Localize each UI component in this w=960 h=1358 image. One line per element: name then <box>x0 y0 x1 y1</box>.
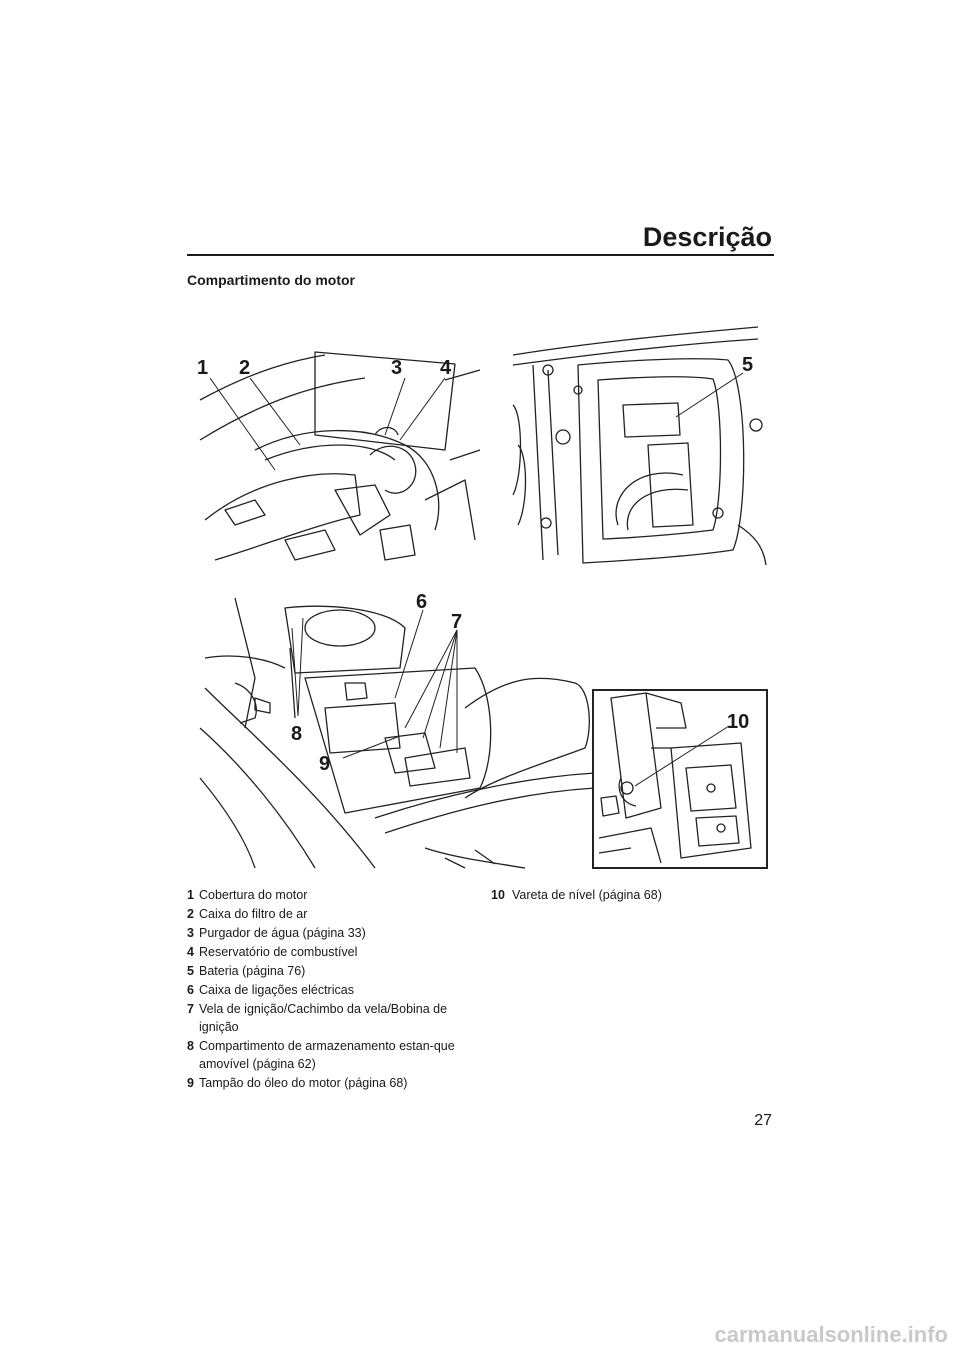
legend-number: 2 <box>187 907 194 921</box>
legend-number: 1 <box>187 888 194 902</box>
dipstick-inset-illustration: 10 <box>592 689 768 869</box>
legend-item: 6 Caixa de ligações eléctricas <box>187 981 479 999</box>
legend-text: Compartimento de armazenamento estan-que… <box>199 1039 455 1071</box>
header-rule <box>187 254 774 256</box>
watermark: carmanualsonline.info <box>714 1322 949 1347</box>
legend-left-column: 1 Cobertura do motor 2 Caixa do filtro de … <box>187 886 479 1092</box>
legend-item: 4 Reservatório de combustível <box>187 943 479 961</box>
legend-number: 5 <box>187 964 194 978</box>
legend-text: Vareta de nível (página 68) <box>512 888 662 902</box>
callout-8: 8 <box>291 723 302 745</box>
callout-1: 1 <box>197 357 208 379</box>
legend-item: 1 Cobertura do motor <box>187 886 479 904</box>
legend-text: Tampão do óleo do motor (página 68) <box>199 1076 408 1090</box>
legend-item: 9 Tampão do óleo do motor (página 68) <box>187 1074 479 1092</box>
callout-7: 7 <box>451 611 462 633</box>
legend-item: 3 Purgador de água (página 33) <box>187 924 479 942</box>
legend-number: 3 <box>187 926 194 940</box>
callout-10: 10 <box>727 711 749 733</box>
legend-number: 9 <box>187 1076 194 1090</box>
callout-6: 6 <box>416 591 427 613</box>
engine-compartment-illustration-top-left: 1 2 3 4 <box>197 351 481 561</box>
legend-number: 10 <box>491 888 505 902</box>
legend-number: 6 <box>187 983 194 997</box>
callout-9: 9 <box>319 753 330 775</box>
callout-2: 2 <box>239 357 250 379</box>
callout-4: 4 <box>440 357 452 379</box>
battery-compartment-illustration-top-right: 5 <box>512 326 767 566</box>
legend-text: Bateria (página 76) <box>199 964 306 978</box>
legend-item: 5 Bateria (página 76) <box>187 962 479 980</box>
legend-text: Caixa do filtro de ar <box>199 907 308 921</box>
legend-item: 8 Compartimento de armazenamento estan-qu… <box>187 1037 479 1073</box>
callout-5: 5 <box>742 354 753 376</box>
callout-3: 3 <box>391 357 402 379</box>
legend-item: 10 Vareta de nível (página 68) <box>491 886 781 904</box>
legend-item: 7 Vela de ignição/Cachimbo da vela/Bobina… <box>187 1000 479 1036</box>
legend-text: Vela de ignição/Cachimbo da vela/Bobina … <box>199 1002 448 1034</box>
legend-text: Purgador de água (página 33) <box>199 926 366 940</box>
section-title: Compartimento do motor <box>187 272 355 288</box>
legend-text: Caixa de ligações eléctricas <box>199 983 354 997</box>
legend-text: Reservatório de combustível <box>199 945 358 959</box>
legend-text: Cobertura do motor <box>199 888 308 902</box>
legend-number: 4 <box>187 945 194 959</box>
page-header-title: Descrição <box>642 222 772 252</box>
legend-right-column: 10 Vareta de nível (página 68) <box>491 886 781 904</box>
page-number: 27 <box>754 1112 772 1129</box>
engine-bay-illustration-bottom: 6 7 8 9 <box>199 591 595 869</box>
legend-item: 2 Caixa do filtro de ar <box>187 905 479 923</box>
legend-number: 8 <box>187 1039 194 1053</box>
legend-number: 7 <box>187 1002 194 1016</box>
